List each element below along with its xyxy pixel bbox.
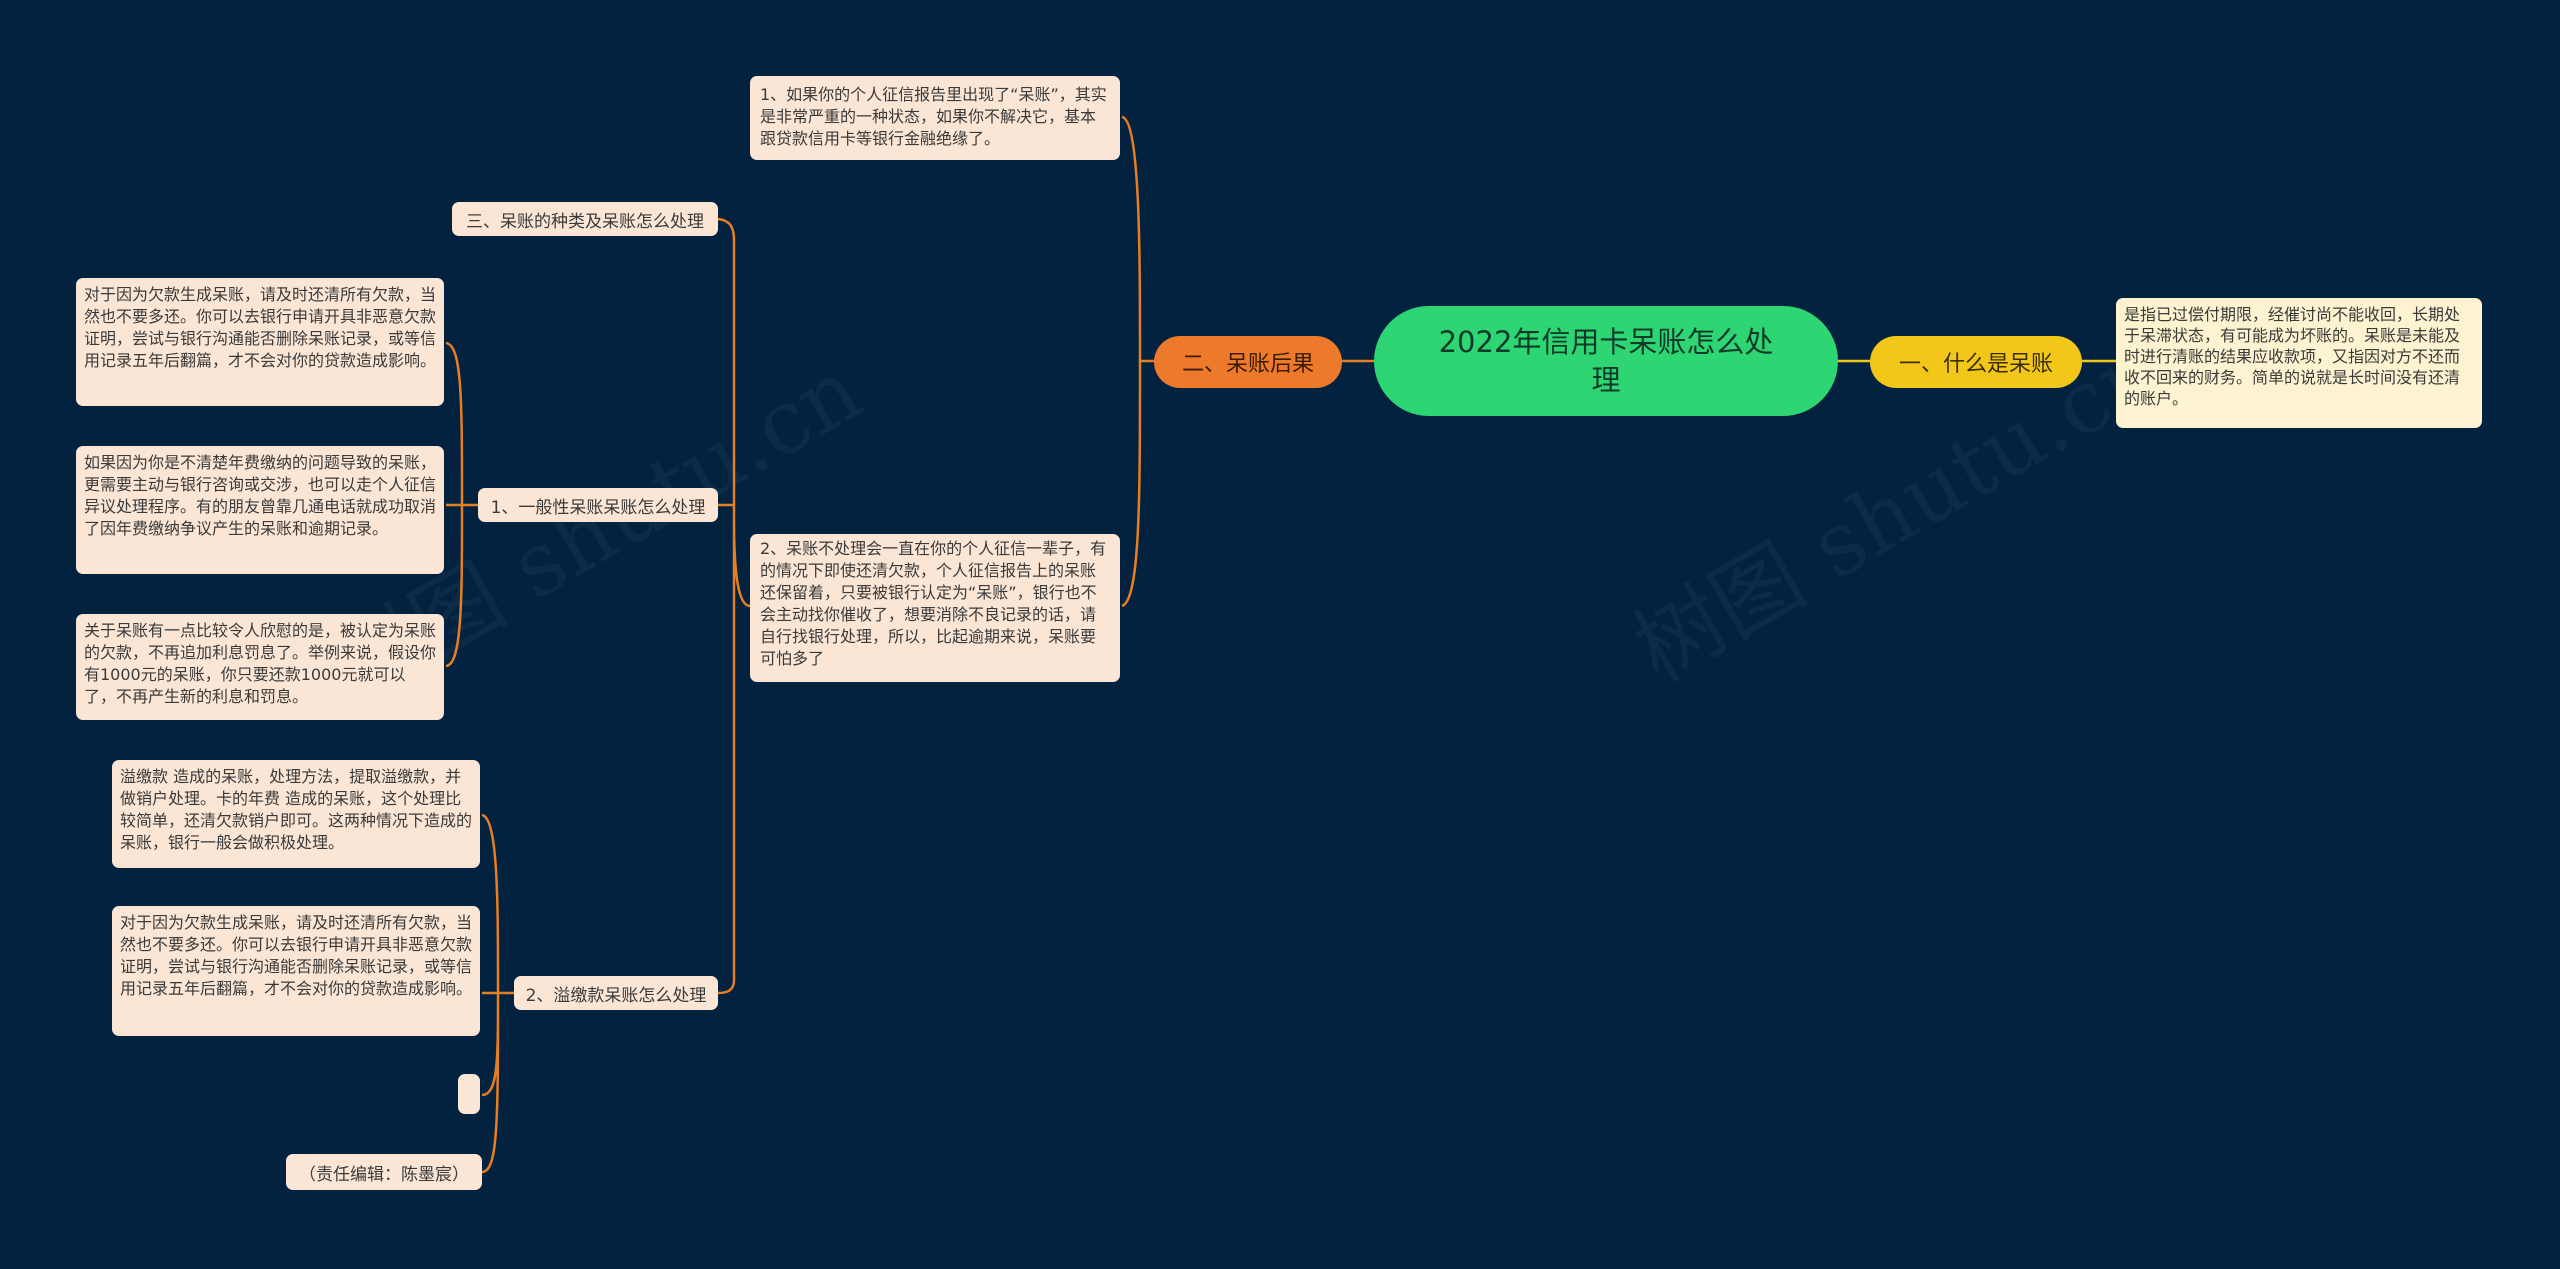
- link-general-leaves: [445, 341, 478, 668]
- leaf-overdue-2[interactable]: 对于因为欠款生成呆账，请及时还清所有欠款，当然也不要多还。你可以去银行申请开具非…: [112, 906, 480, 1036]
- link-consequence-2-subtopics: [717, 217, 751, 995]
- leaf-general-2[interactable]: 如果因为你是不清楚年费缴纳的问题导致的呆账，更需要主动与银行咨询或交涉，也可以走…: [76, 446, 444, 574]
- root-topic[interactable]: 2022年信用卡呆账怎么处理: [1374, 306, 1838, 416]
- branch-what-is-bad-debt[interactable]: 一、什么是呆账: [1870, 336, 2082, 388]
- branch-label: 二、呆账后果: [1181, 352, 1314, 377]
- link-overdue-leaves: [481, 813, 514, 1174]
- subtopic-types[interactable]: 三、呆账的种类及呆账怎么处理: [452, 202, 718, 236]
- leaf-what-is-bad-debt[interactable]: 是指已过偿付期限，经催讨尚不能收回，长期处于呆滞状态，有可能成为坏账的。呆账是未…: [2116, 298, 2482, 428]
- leaf-general-3[interactable]: 关于呆账有一点比较令人欣慰的是，被认定为呆账的欠款，不再追加利息罚息了。举例来说…: [76, 614, 444, 720]
- editor-credit-label: （责任编辑：陈墨宸）: [299, 1164, 469, 1185]
- link-left-children: [1121, 115, 1154, 608]
- branch-label: 一、什么是呆账: [1898, 352, 2053, 377]
- branch-bad-debt-consequences[interactable]: 二、呆账后果: [1154, 336, 1342, 388]
- subtopic-label: 2、溢缴款呆账怎么处理: [525, 985, 707, 1006]
- leaf-overdue-empty[interactable]: [458, 1074, 480, 1114]
- subtopic-label: 三、呆账的种类及呆账怎么处理: [466, 211, 704, 232]
- root-topic-label: 2022年信用卡呆账怎么处理: [1438, 325, 1774, 397]
- leaf-overdue-1[interactable]: 溢缴款 造成的呆账，处理方法，提取溢缴款，并做销户处理。卡的年费 造成的呆账，这…: [112, 760, 480, 868]
- leaf-consequence-1[interactable]: 1、如果你的个人征信报告里出现了“呆账”，其实是非常严重的一种状态，如果你不解决…: [750, 76, 1120, 160]
- subtopic-general[interactable]: 1、一般性呆账呆账怎么处理: [478, 488, 718, 522]
- leaf-editor-credit[interactable]: （责任编辑：陈墨宸）: [286, 1154, 482, 1190]
- subtopic-label: 1、一般性呆账呆账怎么处理: [490, 497, 706, 518]
- subtopic-overdue-fee[interactable]: 2、溢缴款呆账怎么处理: [514, 976, 718, 1010]
- leaf-general-1[interactable]: 对于因为欠款生成呆账，请及时还清所有欠款，当然也不要多还。你可以去银行申请开具非…: [76, 278, 444, 406]
- leaf-consequence-2[interactable]: 2、呆账不处理会一直在你的个人征信一辈子，有的情况下即使还清欠款，个人征信报告上…: [750, 534, 1120, 682]
